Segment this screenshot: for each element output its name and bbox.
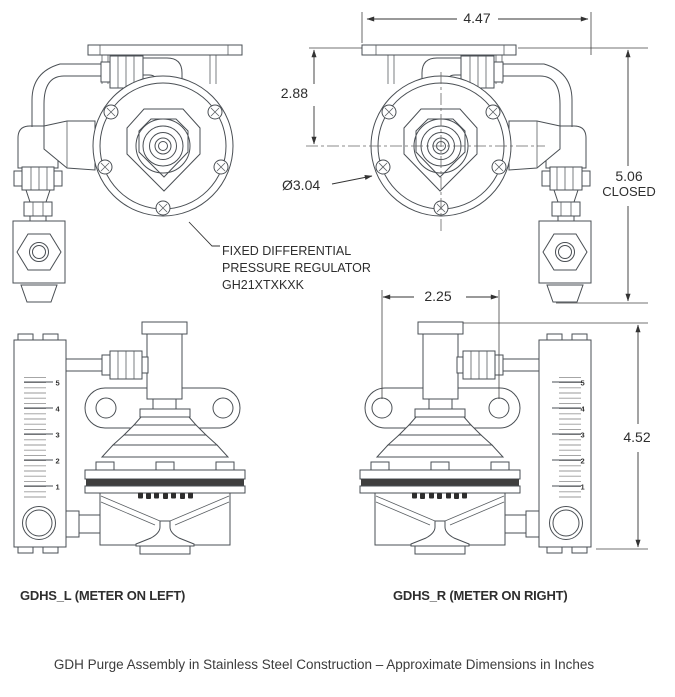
svg-text:3: 3 xyxy=(581,431,585,440)
svg-text:1: 1 xyxy=(581,483,585,492)
dimension-lines xyxy=(188,16,641,548)
svg-text:FIXED DIFFERENTIAL: FIXED DIFFERENTIAL xyxy=(222,244,351,258)
svg-text:5: 5 xyxy=(56,379,60,388)
svg-text:2: 2 xyxy=(56,457,60,466)
dim-regulator-diameter: Ø3.04 xyxy=(282,177,320,193)
dim-closed-height: 5.06 xyxy=(615,168,642,184)
label-gdhs-l: GDHS_L (METER ON LEFT) xyxy=(20,588,185,603)
dim-plate-width: 4.47 xyxy=(463,10,490,26)
regulator-callout: FIXED DIFFERENTIAL PRESSURE REGULATOR GH… xyxy=(222,244,371,292)
top-left-regulator-view xyxy=(13,45,242,302)
dim-hole-spacing: 2.25 xyxy=(424,288,451,304)
svg-text:3: 3 xyxy=(56,431,60,440)
callout-leader xyxy=(188,221,220,247)
centerlines xyxy=(306,72,545,234)
svg-text:4: 4 xyxy=(581,405,586,414)
bottom-right-assembly-view xyxy=(359,321,592,555)
svg-text:2: 2 xyxy=(581,457,585,466)
label-gdhs-r: GDHS_R (METER ON RIGHT) xyxy=(393,588,568,603)
flow-meter-scale-numbers-right: 5 4 3 2 1 xyxy=(581,379,586,492)
dim-closed-label: CLOSED xyxy=(602,184,655,199)
dim-plate-to-centerline: 2.88 xyxy=(281,85,308,101)
top-right-regulator-view xyxy=(362,45,591,302)
flow-meter-scale-numbers-left: 5 4 3 2 1 xyxy=(56,379,61,492)
dim-assembly-height: 4.52 xyxy=(623,429,650,445)
svg-text:5: 5 xyxy=(581,379,585,388)
svg-text:GH21XTXKXK: GH21XTXKXK xyxy=(222,278,305,292)
diameter-leader xyxy=(331,174,373,185)
svg-text:PRESSURE REGULATOR: PRESSURE REGULATOR xyxy=(222,261,371,275)
svg-text:1: 1 xyxy=(56,483,60,492)
extension-lines xyxy=(309,12,648,550)
drawing-caption: GDH Purge Assembly in Stainless Steel Co… xyxy=(54,657,595,672)
bottom-left-assembly-view xyxy=(13,321,246,555)
svg-text:4: 4 xyxy=(56,405,61,414)
